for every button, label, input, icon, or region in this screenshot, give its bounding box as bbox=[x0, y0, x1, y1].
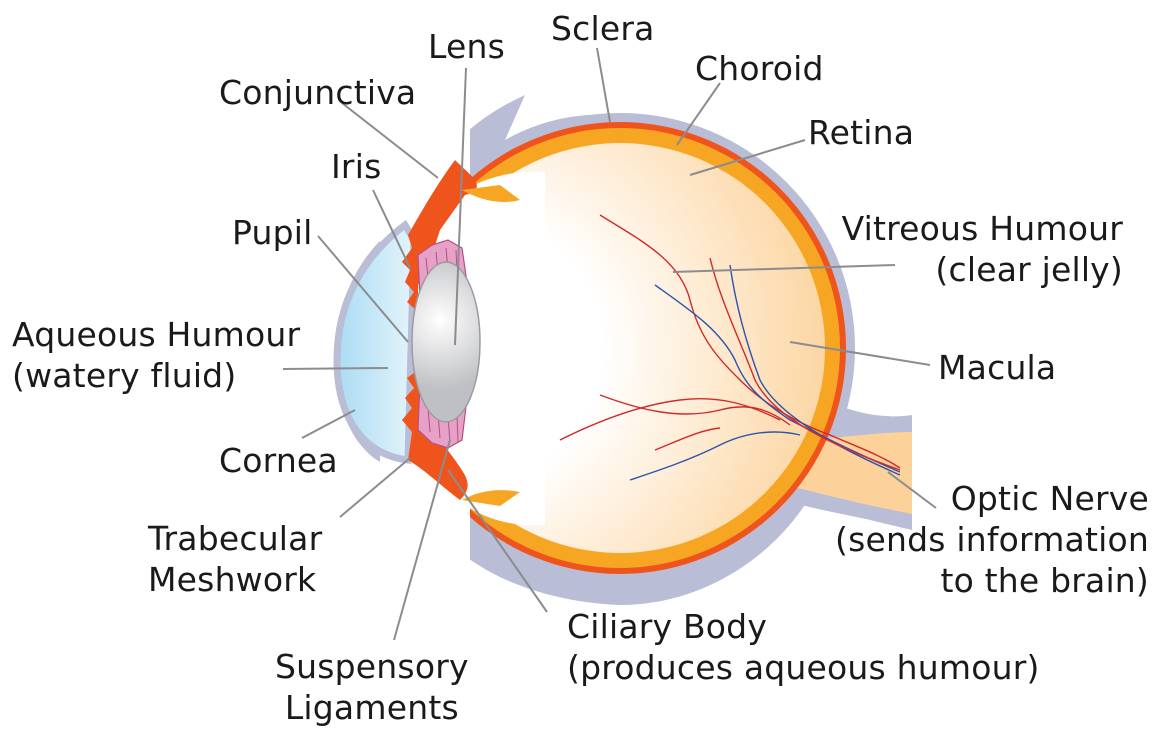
label-macula: Macula bbox=[938, 347, 1056, 388]
label-choroid: Choroid bbox=[695, 48, 824, 89]
label-pupil: Pupil bbox=[232, 212, 313, 253]
label-ciliary-body: Ciliary Body(produces aqueous humour) bbox=[567, 606, 1040, 688]
label-cornea: Cornea bbox=[219, 440, 338, 481]
cornea-shape bbox=[337, 225, 414, 460]
lens-shape bbox=[412, 262, 480, 422]
label-sclera: Sclera bbox=[551, 8, 655, 49]
label-lens: Lens bbox=[428, 26, 505, 67]
label-iris: Iris bbox=[331, 146, 381, 187]
label-vitreous-humour: Vitreous Humour(clear jelly) bbox=[842, 208, 1123, 290]
label-retina: Retina bbox=[808, 112, 914, 153]
label-aqueous-humour: Aqueous Humour(watery fluid) bbox=[12, 314, 300, 396]
label-conjunctiva: Conjunctiva bbox=[219, 72, 416, 113]
